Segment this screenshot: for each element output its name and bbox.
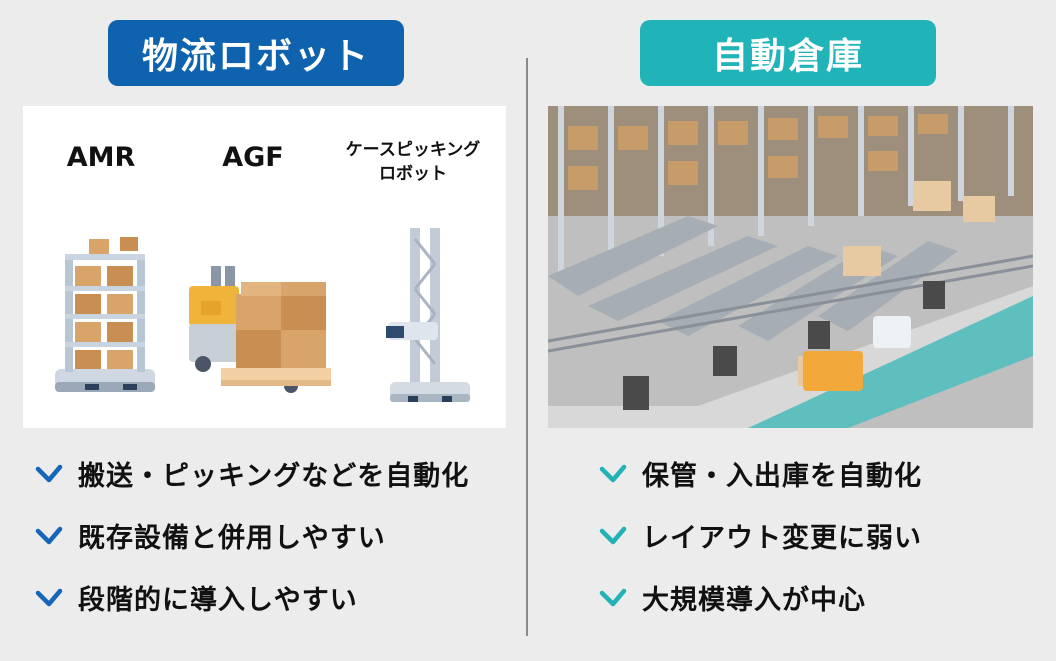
bullet-text: 段階的に導入しやすい [78,584,358,616]
list-item: 搬送・ピッキングなどを自動化 [34,458,469,492]
amr-robot-illustration [55,237,155,392]
case-picking-label-line1: ケースピッキング [345,140,481,160]
warehouse-scene [548,106,1033,428]
robot-illustration-panel: AMR AGF ケースピッキング ロボット [23,106,506,428]
checkmark-icon [599,464,627,483]
title-automated-warehouse: 自動倉庫 [640,20,936,86]
checkmark-icon [599,526,627,545]
title-logistics-robot: 物流ロボット [108,20,404,86]
list-item: レイアウト変更に弱い [598,520,922,554]
case-picking-label-line2: ロボット [379,164,447,184]
agf-label: AGF [222,142,284,173]
list-item: 既存設備と併用しやすい [34,520,469,554]
checkmark-icon [35,588,63,607]
checkmark-icon [599,588,627,607]
bullet-text: 保管・入出庫を自動化 [642,460,922,492]
automated-warehouse-illustration [548,106,1033,428]
center-divider [526,58,528,636]
list-item: 大規模導入が中心 [598,582,922,616]
robot-benefits-list: 搬送・ピッキングなどを自動化 既存設備と併用しやすい 段階的に導入しやすい [34,458,469,644]
warehouse-features-list: 保管・入出庫を自動化 レイアウト変更に弱い 大規模導入が中心 [598,458,922,644]
bullet-text: 既存設備と併用しやすい [78,522,386,554]
checkmark-icon [35,526,63,545]
amr-label: AMR [66,142,136,173]
bullet-text: 大規模導入が中心 [642,584,866,616]
checkmark-icon [35,464,63,483]
agf-robot-illustration [189,266,331,393]
list-item: 段階的に導入しやすい [34,582,469,616]
list-item: 保管・入出庫を自動化 [598,458,922,492]
bullet-text: レイアウト変更に弱い [642,522,922,554]
case-picking-robot-illustration [386,228,470,402]
case-picking-robot-label: ケースピッキング ロボット [323,138,503,186]
bullet-text: 搬送・ピッキングなどを自動化 [78,460,470,492]
